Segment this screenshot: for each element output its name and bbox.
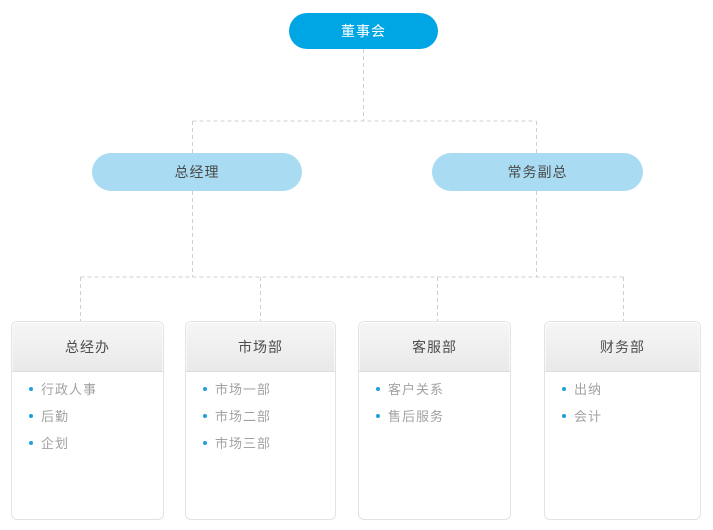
department-card[interactable]: 客服部 客户关系售后服务 bbox=[358, 321, 511, 520]
bullet-icon bbox=[562, 386, 566, 391]
bullet-icon bbox=[376, 413, 380, 418]
bullet-icon bbox=[376, 386, 380, 391]
bullet-icon bbox=[562, 413, 566, 418]
department-card[interactable]: 财务部 出纳会计 bbox=[544, 321, 701, 520]
node-general-manager[interactable]: 总经理 bbox=[92, 153, 302, 191]
department-item: 行政人事 bbox=[12, 375, 163, 402]
department-header: 财务部 bbox=[545, 322, 700, 372]
department-item-label: 企划 bbox=[41, 437, 70, 452]
department-items: 市场一部市场二部市场三部 bbox=[186, 372, 335, 456]
department-header: 市场部 bbox=[186, 322, 335, 372]
bullet-icon bbox=[203, 386, 207, 391]
department-item: 客户关系 bbox=[359, 375, 510, 402]
department-item-label: 客户关系 bbox=[388, 383, 445, 398]
department-card[interactable]: 总经办 行政人事后勤企划 bbox=[11, 321, 164, 520]
bullet-icon bbox=[29, 386, 33, 391]
department-header: 总经办 bbox=[12, 322, 163, 372]
department-card[interactable]: 市场部 市场一部市场二部市场三部 bbox=[185, 321, 336, 520]
bullet-icon bbox=[29, 413, 33, 418]
department-item-label: 会计 bbox=[574, 410, 603, 425]
department-item: 市场三部 bbox=[186, 429, 335, 456]
department-item-label: 出纳 bbox=[574, 383, 603, 398]
department-title: 市场部 bbox=[238, 339, 283, 356]
bullet-icon bbox=[203, 440, 207, 445]
department-title: 财务部 bbox=[600, 339, 645, 356]
department-item: 市场一部 bbox=[186, 375, 335, 402]
bullet-icon bbox=[29, 440, 33, 445]
department-items: 客户关系售后服务 bbox=[359, 372, 510, 429]
department-item: 出纳 bbox=[545, 375, 700, 402]
department-item: 企划 bbox=[12, 429, 163, 456]
bullet-icon bbox=[203, 413, 207, 418]
department-item-label: 售后服务 bbox=[388, 410, 445, 425]
department-item-label: 市场二部 bbox=[215, 410, 272, 425]
department-header: 客服部 bbox=[359, 322, 510, 372]
department-title: 总经办 bbox=[65, 339, 110, 356]
department-items: 行政人事后勤企划 bbox=[12, 372, 163, 456]
department-item-label: 后勤 bbox=[41, 410, 70, 425]
node-general-manager-label: 总经理 bbox=[174, 165, 220, 181]
node-board-label: 董事会 bbox=[341, 24, 386, 40]
department-item: 市场二部 bbox=[186, 402, 335, 429]
department-item: 售后服务 bbox=[359, 402, 510, 429]
node-board[interactable]: 董事会 bbox=[289, 13, 438, 49]
department-item-label: 市场三部 bbox=[215, 437, 272, 452]
department-item-label: 行政人事 bbox=[41, 383, 98, 398]
department-items: 出纳会计 bbox=[545, 372, 700, 429]
department-item-label: 市场一部 bbox=[215, 383, 272, 398]
department-item: 后勤 bbox=[12, 402, 163, 429]
node-deputy-general-manager-label: 常务副总 bbox=[507, 165, 568, 181]
department-item: 会计 bbox=[545, 402, 700, 429]
department-title: 客服部 bbox=[412, 339, 457, 356]
node-deputy-general-manager[interactable]: 常务副总 bbox=[432, 153, 643, 191]
